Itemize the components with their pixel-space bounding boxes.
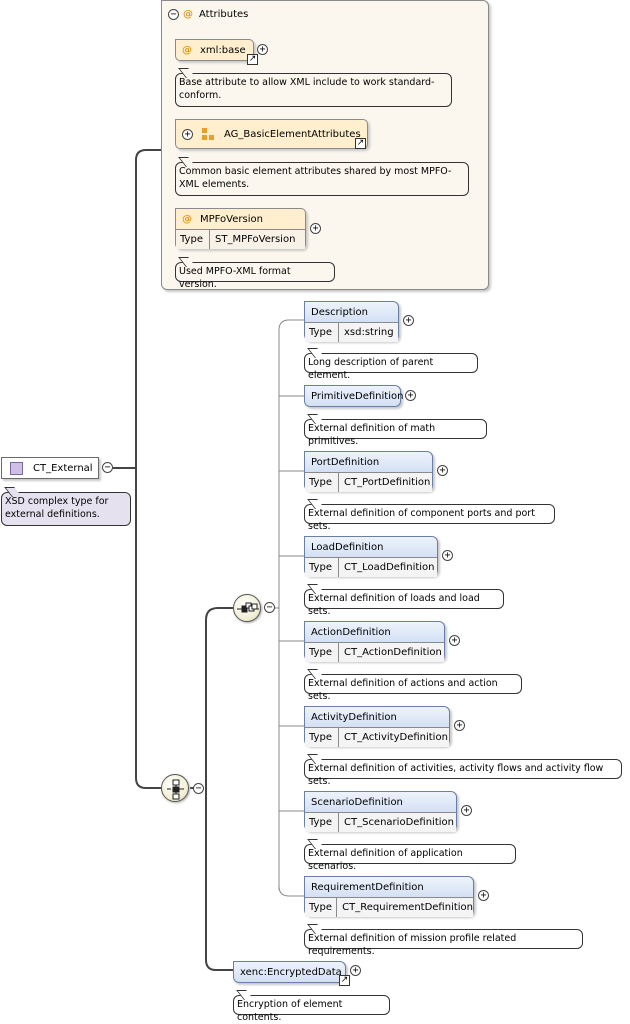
type-label: Type: [305, 473, 339, 492]
type-label: Type: [305, 898, 338, 917]
root-note: XSD complex type for external definition…: [1, 492, 131, 526]
load-definition-expand-toggle[interactable]: +: [442, 550, 453, 561]
attribute-at-icon: @: [182, 44, 192, 56]
scenario-definition-expand-toggle[interactable]: +: [461, 805, 472, 816]
root-complex-type[interactable]: CT_External: [1, 457, 99, 479]
requirement-definition-note: External definition of mission profile r…: [304, 929, 583, 957]
activity-definition-expand-toggle[interactable]: +: [454, 720, 465, 731]
type-label: Type: [176, 230, 210, 249]
load-definition-note: External definition of loads and load se…: [304, 589, 504, 617]
reference-arrow-icon: ↗: [355, 138, 366, 149]
complex-type-icon: [10, 461, 23, 475]
mpfo-version-note: Used MPFO-XML format version.: [175, 262, 335, 290]
element-name: RequirementDefinition: [311, 881, 424, 893]
element-name: ActivityDefinition: [311, 711, 397, 723]
element-activity-definition[interactable]: ActivityDefinition Type CT_ActivityDefini…: [304, 706, 450, 747]
element-scenario-definition[interactable]: ScenarioDefinition Type CT_ScenarioDefini…: [304, 791, 457, 832]
type-label: Type: [305, 643, 339, 662]
element-name: LoadDefinition: [311, 541, 384, 553]
element-name: PortDefinition: [311, 456, 380, 468]
description-note: Long description of parent element.: [304, 353, 478, 381]
attribute-name: xml:base: [200, 44, 246, 56]
attributes-title-label: Attributes: [199, 8, 249, 20]
attributes-collapse-toggle[interactable]: −: [168, 8, 179, 20]
type-label: Type: [305, 728, 339, 747]
element-port-definition[interactable]: PortDefinition Type CT_PortDefinition: [304, 451, 433, 492]
attribute-group-icon: [202, 128, 214, 140]
choice-icon: [237, 602, 259, 613]
root-name: CT_External: [33, 462, 93, 474]
element-description[interactable]: Description Type xsd:string: [304, 301, 399, 342]
element-action-definition[interactable]: ActionDefinition Type CT_ActionDefinition: [304, 621, 445, 662]
type-value: xsd:string: [344, 327, 394, 338]
activity-definition-note: External definition of activities, activ…: [304, 759, 622, 787]
xml-base-note: Base attribute to allow XML include to w…: [175, 73, 452, 107]
port-definition-expand-toggle[interactable]: +: [437, 465, 448, 476]
choice-compositor[interactable]: [233, 594, 261, 622]
xml-base-expand-toggle[interactable]: +: [257, 44, 268, 55]
root-collapse-toggle[interactable]: −: [102, 462, 113, 473]
type-value: CT_ScenarioDefinition: [344, 817, 454, 828]
ag-note: Common basic element attributes shared b…: [175, 162, 469, 196]
type-value: CT_ActivityDefinition: [344, 732, 448, 743]
element-requirement-definition[interactable]: RequirementDefinition Type CT_Requirement…: [304, 876, 474, 917]
choice-collapse-toggle[interactable]: −: [264, 602, 275, 613]
type-label: Type: [305, 813, 339, 832]
attribute-xml-base[interactable]: @ xml:base: [175, 39, 254, 61]
attribute-mpfo-version[interactable]: @ MPFoVersion Type ST_MPFoVersion: [175, 208, 306, 249]
action-definition-expand-toggle[interactable]: +: [449, 635, 460, 646]
type-value: ST_MPFoVersion: [215, 234, 296, 245]
encrypted-data-note: Encryption of element contents.: [233, 995, 390, 1023]
action-definition-note: External definition of actions and actio…: [304, 674, 522, 702]
reference-arrow-icon: ↗: [339, 975, 350, 986]
sequence-collapse-toggle[interactable]: −: [193, 783, 204, 794]
type-value: CT_LoadDefinition: [344, 562, 435, 573]
primitive-definition-note: External definition of math primitives.: [304, 419, 487, 447]
element-load-definition[interactable]: LoadDefinition Type CT_LoadDefinition: [304, 536, 438, 577]
element-name: PrimitiveDefinition: [311, 390, 404, 402]
type-value: CT_RequirementDefinition: [342, 902, 473, 913]
attribute-group-basic-element-attributes[interactable]: + AG_BasicElementAttributes: [175, 119, 368, 149]
element-name: ActionDefinition: [311, 626, 391, 638]
attributes-title: − @ Attributes: [168, 7, 248, 21]
scenario-definition-note: External definition of application scena…: [304, 844, 516, 872]
attribute-at-icon: @: [182, 213, 192, 225]
primitive-definition-expand-toggle[interactable]: +: [405, 390, 416, 401]
mpfo-version-expand-toggle[interactable]: +: [310, 223, 321, 234]
reference-arrow-icon: ↗: [247, 54, 258, 65]
attribute-name: MPFoVersion: [200, 213, 263, 225]
element-primitive-definition[interactable]: PrimitiveDefinition: [304, 385, 404, 407]
element-encrypted-data[interactable]: xenc:EncryptedData: [233, 961, 346, 983]
type-label: Type: [305, 558, 339, 577]
type-label: Type: [305, 323, 339, 342]
sequence-icon: [167, 779, 184, 800]
type-value: CT_ActionDefinition: [344, 647, 442, 658]
element-name: ScenarioDefinition: [311, 796, 403, 808]
attribute-at-icon: @: [183, 8, 193, 20]
port-definition-note: External definition of component ports a…: [304, 504, 555, 532]
encrypted-data-expand-toggle[interactable]: +: [350, 965, 361, 976]
requirement-definition-expand-toggle[interactable]: +: [478, 890, 489, 901]
attribute-name: AG_BasicElementAttributes: [224, 128, 361, 140]
type-value: CT_PortDefinition: [344, 477, 431, 488]
element-name: xenc:EncryptedData: [240, 966, 342, 978]
sequence-compositor[interactable]: [161, 774, 189, 802]
element-name: Description: [311, 306, 368, 318]
ag-expand-toggle[interactable]: +: [182, 128, 193, 140]
description-expand-toggle[interactable]: +: [403, 315, 414, 326]
